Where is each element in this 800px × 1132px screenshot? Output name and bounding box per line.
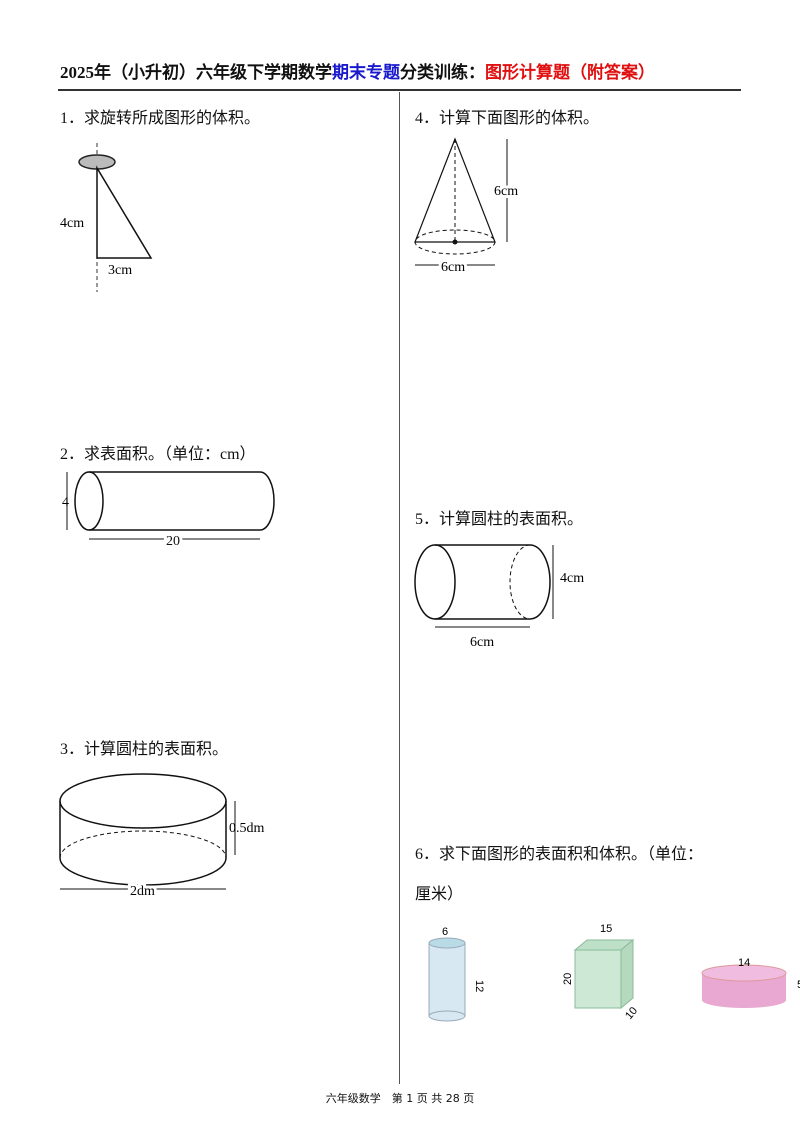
svg-text:10: 10	[623, 1005, 640, 1022]
question-2: 2．求表面积。（单位：cm）	[60, 446, 256, 463]
wide-cylinder-figure: 0.5dm 2dm	[59, 773, 265, 902]
svg-text:5: 5	[797, 979, 800, 991]
question-5: 5．计算圆柱的表面积。	[415, 511, 584, 528]
horizontal-cylinder-figure: 4 20	[62, 471, 275, 552]
svg-text:14: 14	[738, 957, 750, 969]
question-6: 6．求下面图形的表面积和体积。（单位：	[415, 846, 704, 863]
svg-text:4cm: 4cm	[60, 216, 84, 231]
svg-text:2dm: 2dm	[130, 884, 155, 899]
cone-figure: 6cm 6cm	[414, 137, 521, 278]
question-6-line2: 厘米）	[415, 886, 464, 903]
svg-text:20: 20	[166, 534, 180, 549]
cylinder-figure-5: 4cm 6cm	[414, 544, 584, 650]
svg-text:4cm: 4cm	[560, 571, 584, 586]
svg-text:12: 12	[473, 980, 485, 992]
solids-figure-6: 6 12 15 20 10 14 5	[428, 923, 800, 1022]
page-title: 2025年（小升初）六年级下学期数学期末专题分类训练：图形计算题（附答案）	[60, 63, 655, 82]
page-footer: 六年级数学 第 1 页 共 28 页	[325, 1092, 475, 1105]
column-divider	[399, 92, 400, 1084]
rotation-triangle-figure: 4cm 3cm	[60, 143, 153, 292]
svg-text:0.5dm: 0.5dm	[229, 821, 265, 836]
question-4: 4．计算下面图形的体积。	[415, 110, 600, 127]
svg-text:20: 20	[562, 973, 574, 985]
svg-text:4: 4	[62, 495, 69, 510]
question-1: 1．求旋转所成图形的体积。	[60, 110, 261, 127]
svg-text:3cm: 3cm	[108, 263, 132, 278]
question-3: 3．计算圆柱的表面积。	[60, 741, 229, 758]
header-rule	[58, 89, 741, 91]
svg-text:6cm: 6cm	[494, 184, 518, 199]
svg-text:6: 6	[442, 926, 448, 938]
svg-text:6cm: 6cm	[470, 635, 494, 650]
svg-text:6cm: 6cm	[441, 260, 465, 275]
svg-text:15: 15	[600, 923, 612, 935]
